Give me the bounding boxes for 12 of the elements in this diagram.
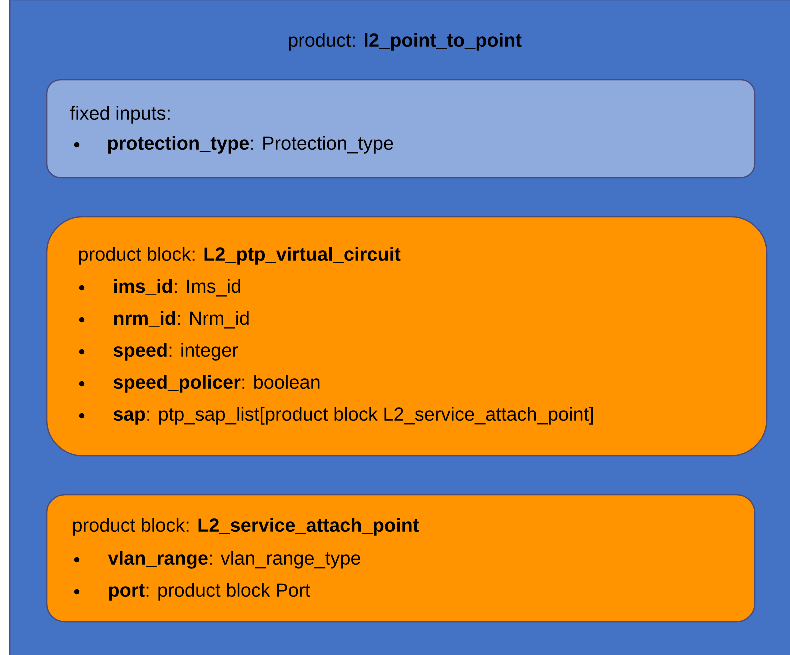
list-item: vlan_range: vlan_range_type xyxy=(108,551,360,569)
list-item: speed_policer: boolean xyxy=(114,375,320,393)
list-item: protection_type: Protection_type xyxy=(108,136,394,154)
list-item: speed: integer xyxy=(114,343,238,361)
heading: fixed inputs: xyxy=(70,106,170,124)
heading: product block: L2_service_attach_point xyxy=(73,518,420,536)
list-item: sap: ptp_sap_list[product block L2_service_attach_point] xyxy=(114,407,594,425)
heading: product block: L2_ptp_virtual_circuit xyxy=(79,247,401,265)
list-item: nrm_id: Nrm_id xyxy=(114,311,249,329)
list-item: ims_id: Ims_id xyxy=(114,279,240,297)
list-item: port: product block Port xyxy=(109,583,310,601)
heading: product: l2_point_to_point xyxy=(289,33,522,51)
